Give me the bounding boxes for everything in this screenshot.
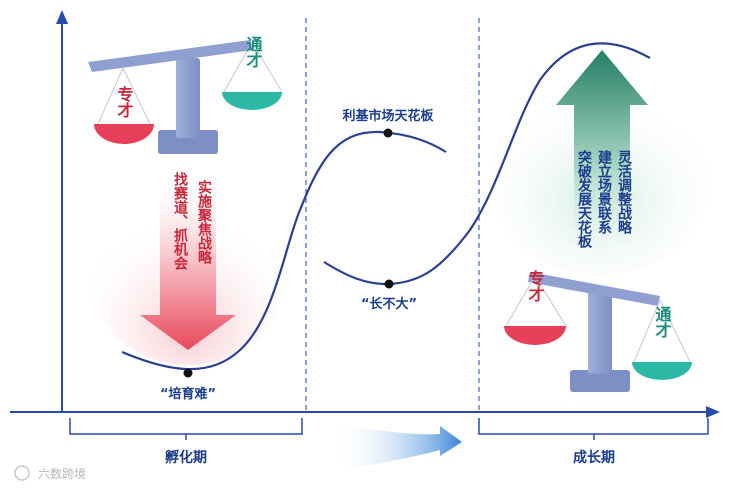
scale-top-right-label: 通才 xyxy=(244,36,263,68)
scale-top: 专才 通才 xyxy=(88,36,283,154)
scale-bottom-base xyxy=(570,370,630,392)
up-arrow xyxy=(490,50,710,275)
transition-arrow xyxy=(336,424,462,470)
phase-incubation: 孵化期 xyxy=(165,449,207,466)
point-low xyxy=(183,368,193,378)
y-axis-arrow xyxy=(56,10,68,24)
up-arrow-text-col3: 突破发展天花板 xyxy=(576,149,593,249)
scale-bottom-pillar xyxy=(588,290,612,374)
down-arrow-text-col2: 找赛道、抓机会 xyxy=(172,171,189,271)
down-arrow-text-col1: 实施聚焦战略 xyxy=(196,179,213,264)
scale-bottom-right-label: 通才 xyxy=(653,306,672,338)
x-axis-arrow xyxy=(706,406,720,418)
label-stall: “长不大” xyxy=(361,296,417,312)
label-low: “培育难” xyxy=(160,386,216,402)
scale-top-left-label: 专才 xyxy=(115,85,134,118)
growth-curve-stall xyxy=(323,42,651,286)
axes xyxy=(10,10,720,418)
watermark: 六数跨境 xyxy=(38,466,86,481)
bracket-growth xyxy=(478,418,709,435)
scale-bottom-beam xyxy=(528,272,660,306)
scale-top-left-pan xyxy=(94,124,154,144)
point-stall xyxy=(384,279,394,289)
scale-bottom: 专才 通才 xyxy=(504,269,692,392)
phase-growth: 成长期 xyxy=(573,449,615,466)
scale-top-pillar xyxy=(176,58,200,138)
scale-bottom-left-pan xyxy=(504,326,566,345)
scale-top-beam xyxy=(88,40,253,72)
up-arrow-text-col2: 建立场景联系 xyxy=(596,149,612,235)
down-arrow xyxy=(88,170,288,365)
scale-bottom-left-label: 专才 xyxy=(526,269,545,302)
label-ceiling: 利基市场天花板 xyxy=(342,108,434,124)
scale-bottom-right-pan xyxy=(632,362,692,380)
watermark-logo-icon xyxy=(14,465,30,481)
scale-top-right-pan xyxy=(222,92,282,110)
point-ceiling xyxy=(383,128,393,138)
bracket-incubation xyxy=(69,418,303,435)
up-arrow-text-col1: 灵活调整战略 xyxy=(616,150,633,234)
scale-top-base xyxy=(158,130,218,154)
